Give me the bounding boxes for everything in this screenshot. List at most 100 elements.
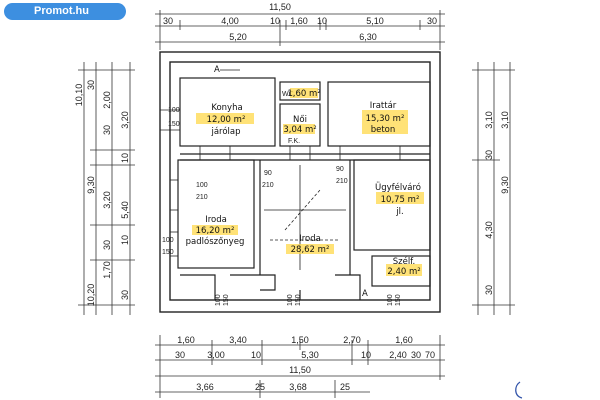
- fk-label: F.K.: [288, 138, 300, 145]
- room-area: 28,62 m²: [291, 245, 330, 255]
- dim-label: 30: [484, 285, 494, 295]
- opening-label: 150: [395, 294, 402, 306]
- dim-label: 1,60: [177, 335, 195, 345]
- opening-label: 150: [295, 294, 302, 306]
- opening-label: 100: [168, 107, 180, 114]
- room-area: 2,40 m²: [387, 267, 420, 277]
- bottom-dimension-lines: [155, 335, 445, 398]
- dim-label: 70: [425, 350, 435, 360]
- opening-label: 150: [168, 121, 180, 128]
- room-name: Szélf.: [393, 256, 416, 267]
- dim-label: 25: [255, 382, 265, 392]
- dim-label: 10: [120, 153, 130, 163]
- dim-label: 3,68: [289, 382, 307, 392]
- room-area: 12,00 m²: [207, 115, 246, 125]
- right-dimension-lines: [472, 62, 515, 315]
- area-highlights: [192, 88, 424, 276]
- room-floor: jl.: [395, 207, 403, 217]
- dim-label: 30: [163, 16, 173, 26]
- top-dimension-lines: [155, 10, 445, 50]
- opening-label: 210: [196, 194, 208, 201]
- dim-label: 5,30: [301, 350, 319, 360]
- room-area: 3,04 m²: [283, 125, 316, 135]
- dim-label: 30: [175, 350, 185, 360]
- dim-label: 1,60: [395, 335, 413, 345]
- dim-label: 2,00: [102, 91, 112, 109]
- room-name: Női: [293, 115, 307, 125]
- room-area: 16,20 m²: [196, 226, 235, 236]
- dim-label: 3,10: [484, 111, 494, 129]
- section-marker-a: A: [214, 65, 220, 75]
- bottom-row3-dims: 3,66 25 3,68 25: [196, 382, 350, 392]
- bottom-row1-dims: 1,60 3,40 1,50 2,70 1,60: [177, 335, 413, 345]
- dim-label: 5,20: [229, 32, 247, 42]
- dim-label: 30: [102, 240, 112, 250]
- room-area: 1,60 m²: [287, 89, 320, 99]
- left-total-dim: 9,30: [86, 176, 96, 194]
- dim-label: 3,00: [207, 350, 225, 360]
- dim-label: 5,40: [120, 201, 130, 219]
- interior-walls: [177, 77, 431, 300]
- dim-label: 2,70: [343, 335, 361, 345]
- dim-label: 3,40: [229, 335, 247, 345]
- dim-label: 10: [251, 350, 261, 360]
- top-row1-dims: 30 4,00 10 1,60 10 5,10 30: [163, 16, 437, 26]
- room-labels: Konyha 12,00 m² járólap 1,60 m² Női 3,04…: [186, 89, 421, 277]
- dim-label: 10,10: [74, 84, 84, 107]
- dim-label: 10: [120, 235, 130, 245]
- dim-label: 25: [340, 382, 350, 392]
- opening-label: 100: [196, 182, 208, 189]
- dim-label: 10: [361, 350, 371, 360]
- dim-label: 30: [102, 125, 112, 135]
- wc-label: WC: [282, 91, 294, 98]
- dim-label: 1,60: [290, 16, 308, 26]
- left-dims: 10,10 30 2,00 30 3,20 30 1,70 10,20 3,20…: [74, 80, 130, 306]
- promot-watermark: Promot.hu: [4, 3, 126, 20]
- top-row2-dims: 5,20 6,30: [229, 32, 377, 42]
- dim-label: 10: [270, 16, 280, 26]
- dim-label: 2,40: [389, 350, 407, 360]
- top-total-dim: 11,50: [269, 2, 291, 12]
- opening-label: 210: [262, 182, 274, 189]
- dim-label: 30: [86, 80, 96, 90]
- opening-label: 100: [287, 294, 294, 306]
- dim-label: 5,10: [366, 16, 384, 26]
- room-name: Irattár: [370, 101, 397, 111]
- dim-label: 30: [427, 16, 437, 26]
- room-area: 10,75 m²: [381, 195, 420, 205]
- bottom-row2-dims: 30 3,00 10 5,30 10 2,40 30 70: [175, 350, 435, 360]
- dim-label: 3,10: [500, 111, 510, 129]
- room-name: Ügyfélváró: [375, 182, 421, 193]
- room-floor: beton: [371, 125, 396, 135]
- room-area: 15,30 m²: [366, 114, 405, 124]
- dim-label: 4,30: [484, 221, 494, 239]
- room-name: Konyha: [211, 103, 242, 113]
- opening-labels: 100 150 100 210 100 150 90 210 90 210 10…: [162, 91, 402, 306]
- room-name: Iroda: [205, 215, 227, 225]
- dim-label: 1,50: [291, 335, 309, 345]
- opening-label: 100: [215, 294, 222, 306]
- bottom-total-dim: 11,50: [289, 365, 311, 375]
- dim-label: 3,66: [196, 382, 214, 392]
- room-floor: járólap: [210, 126, 240, 137]
- room-floor: padlószőnyeg: [186, 236, 245, 247]
- dim-label: 1,70: [102, 261, 112, 279]
- opening-label: 150: [223, 294, 230, 306]
- room-name: Iroda: [299, 234, 321, 244]
- pen-mark: [515, 381, 523, 399]
- right-total-dim: 9,30: [500, 176, 510, 194]
- opening-label: 90: [264, 170, 272, 177]
- opening-label: 100: [387, 294, 394, 306]
- right-dims: 3,10 30 3,10 4,30 30 9,30: [484, 111, 510, 295]
- dim-label: 30: [484, 150, 494, 160]
- opening-label: 210: [336, 178, 348, 185]
- left-dimension-lines: [78, 62, 135, 315]
- dim-label: 30: [120, 290, 130, 300]
- dim-label: 30: [411, 350, 421, 360]
- dim-label: 6,30: [359, 32, 377, 42]
- opening-label: 90: [336, 166, 344, 173]
- dim-label: 3,20: [102, 191, 112, 209]
- opening-label: 100: [162, 237, 174, 244]
- dim-label: 10,20: [86, 284, 96, 307]
